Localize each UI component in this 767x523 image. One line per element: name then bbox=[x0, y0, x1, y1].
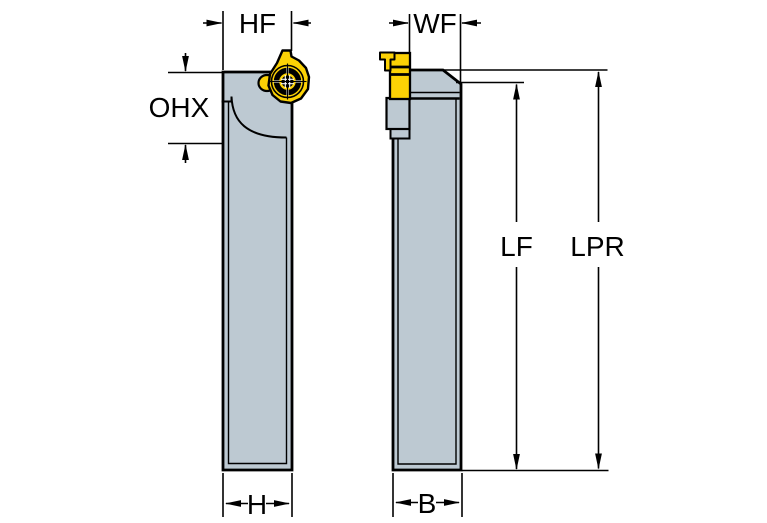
dimension-b: B bbox=[392, 473, 463, 519]
front-seat-relief-contour bbox=[221, 96, 287, 139]
lpr-label: LPR bbox=[570, 231, 624, 262]
insert-pocket-step bbox=[389, 128, 411, 140]
lf-label: LF bbox=[500, 231, 533, 262]
insert-pocket-blade bbox=[385, 96, 411, 131]
dimension-h: H bbox=[222, 473, 293, 520]
dimension-wf: WF bbox=[389, 8, 481, 84]
side-view bbox=[379, 51, 463, 472]
dimension-ohx: OHX bbox=[149, 53, 222, 163]
dimension-lpr: LPR bbox=[444, 69, 625, 472]
dimension-lf: LF bbox=[456, 81, 533, 470]
dimensions: HF OHX WF LF LPR bbox=[149, 8, 625, 520]
hf-label: HF bbox=[239, 8, 276, 39]
insert-clamp-front bbox=[257, 49, 311, 105]
side-inner-border-line bbox=[397, 99, 457, 465]
h-label: H bbox=[247, 489, 267, 520]
screw-crosshair bbox=[268, 63, 307, 100]
front-view bbox=[221, 49, 311, 472]
insert-side-seam-lines bbox=[390, 65, 410, 76]
insert-side bbox=[388, 51, 412, 101]
b-label: B bbox=[418, 488, 437, 519]
wf-label: WF bbox=[413, 8, 457, 39]
insert-cutting-tip bbox=[379, 51, 396, 72]
front-shank-body bbox=[221, 70, 294, 472]
front-inner-border-line bbox=[227, 101, 288, 465]
dimension-hf: HF bbox=[203, 8, 311, 70]
ohx-label: OHX bbox=[149, 92, 210, 123]
